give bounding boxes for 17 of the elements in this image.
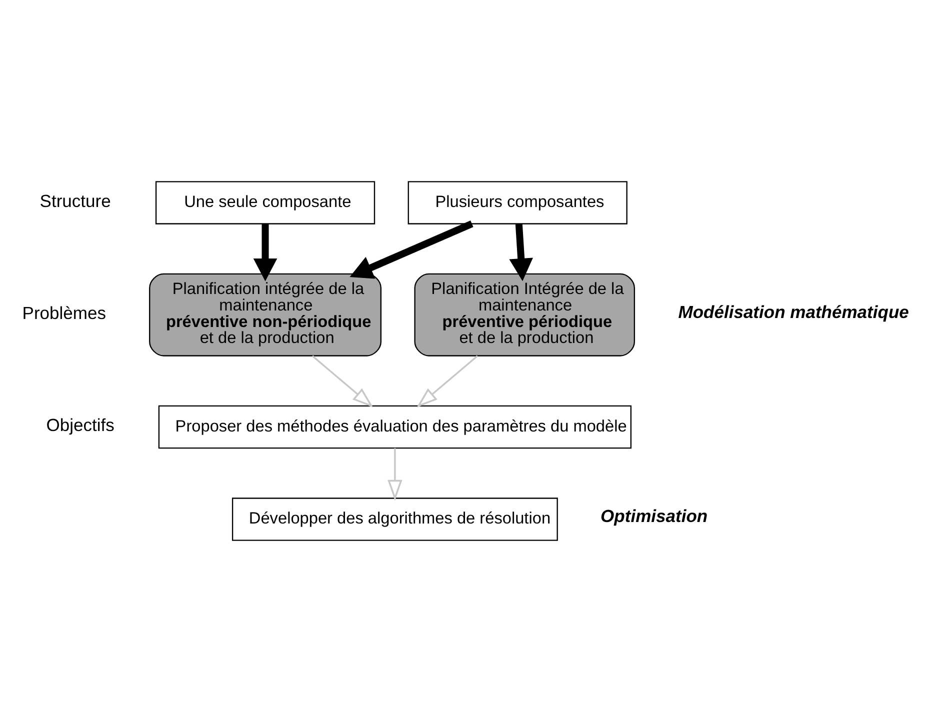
node-box: Développer des algorithmes de résolution bbox=[232, 498, 558, 541]
arrow bbox=[416, 355, 478, 408]
label: Objectifs bbox=[46, 415, 114, 436]
label: Modélisation mathématique bbox=[678, 302, 909, 322]
label: Optimisation bbox=[600, 506, 708, 526]
node-box: Planification intégrée de la maintenance préventive non-périodique et de la production bbox=[149, 273, 382, 356]
node-box: Planification Intégrée de la maintenance préventive périodique et de la production bbox=[414, 273, 636, 356]
arrow bbox=[509, 224, 533, 282]
node-box: Plusieurs composantes bbox=[408, 181, 628, 224]
arrow bbox=[388, 448, 402, 501]
arrow bbox=[312, 355, 374, 408]
arrow bbox=[253, 224, 278, 282]
node-box: Proposer des méthodes évaluation des paramètres du modèle bbox=[158, 405, 632, 449]
label: Structure bbox=[40, 190, 111, 211]
node-box: Une seule composante bbox=[155, 181, 376, 224]
arrow bbox=[350, 220, 474, 279]
label: Problèmes bbox=[22, 302, 106, 323]
